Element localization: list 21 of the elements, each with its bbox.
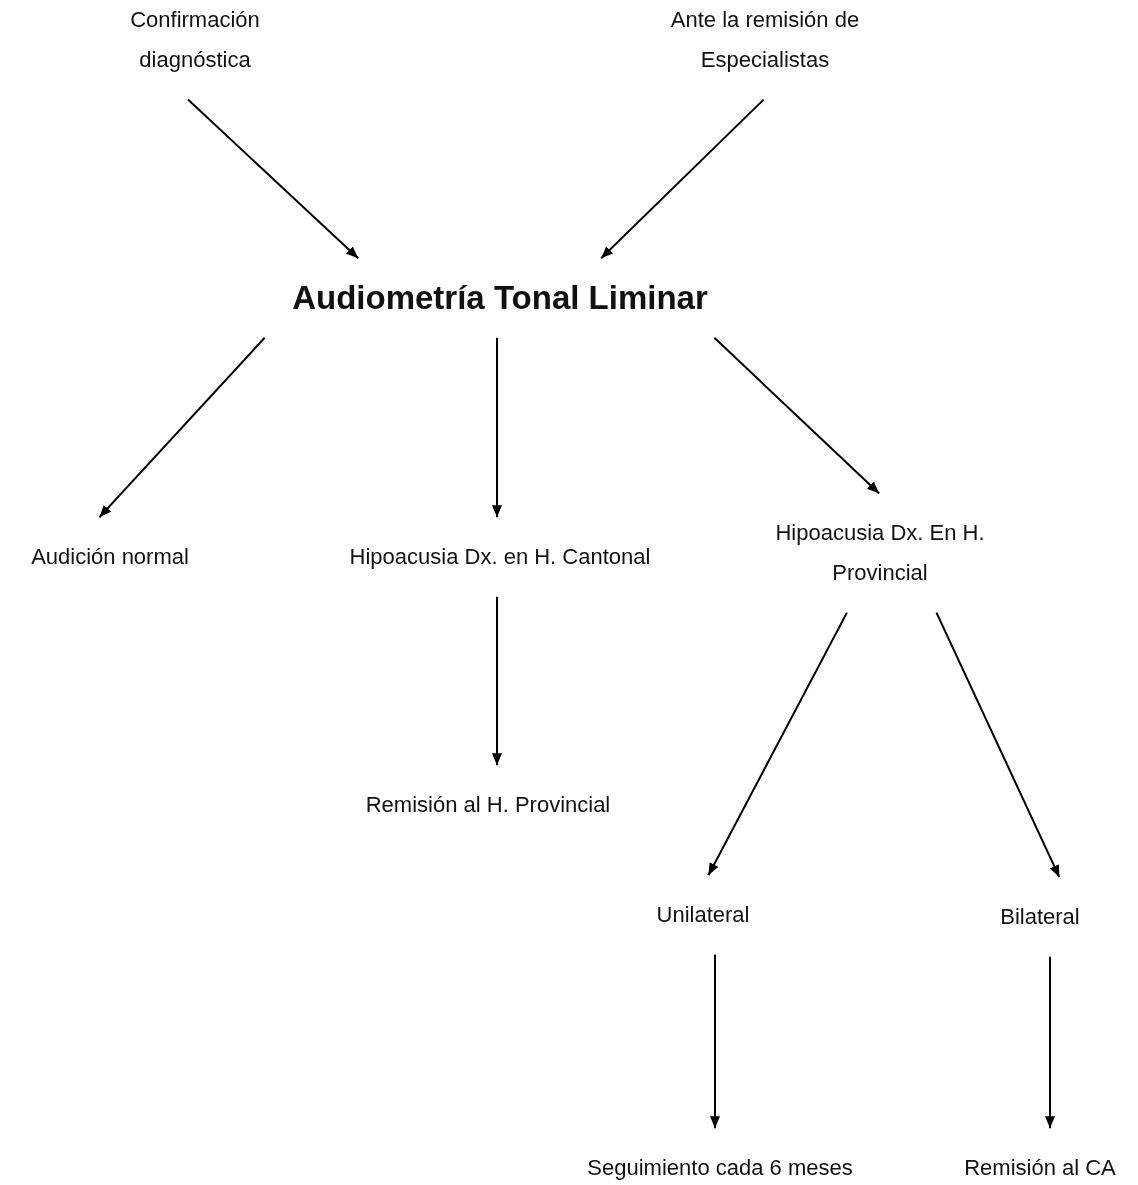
node-text: Unilateral xyxy=(656,902,750,928)
node-text: Audición normal xyxy=(31,544,189,570)
node-text: Hipoacusia Dx. en H. Cantonal xyxy=(349,544,651,570)
arrow xyxy=(600,98,765,260)
arrow xyxy=(707,611,848,877)
node-text: Remisión al H. Provincial xyxy=(365,792,611,818)
node-text: Hipoacusia Dx. En H. Provincial xyxy=(775,520,985,585)
node-text: Remisión al CA xyxy=(964,1155,1116,1181)
node-text: Bilateral xyxy=(1000,904,1080,930)
arrow xyxy=(492,595,502,767)
node-text: Audiometría Tonal Liminar xyxy=(292,279,708,317)
node-text: Ante la remisión de Especialistas xyxy=(670,7,860,72)
arrow xyxy=(713,336,881,495)
node-text: Confirmación diagnóstica xyxy=(130,7,260,72)
arrow xyxy=(935,611,1061,879)
arrow xyxy=(187,98,360,260)
arrow xyxy=(98,336,266,519)
arrow xyxy=(1045,955,1055,1130)
arrow xyxy=(492,336,502,519)
node-text: Seguimiento cada 6 meses xyxy=(587,1155,853,1181)
arrow xyxy=(710,953,720,1130)
